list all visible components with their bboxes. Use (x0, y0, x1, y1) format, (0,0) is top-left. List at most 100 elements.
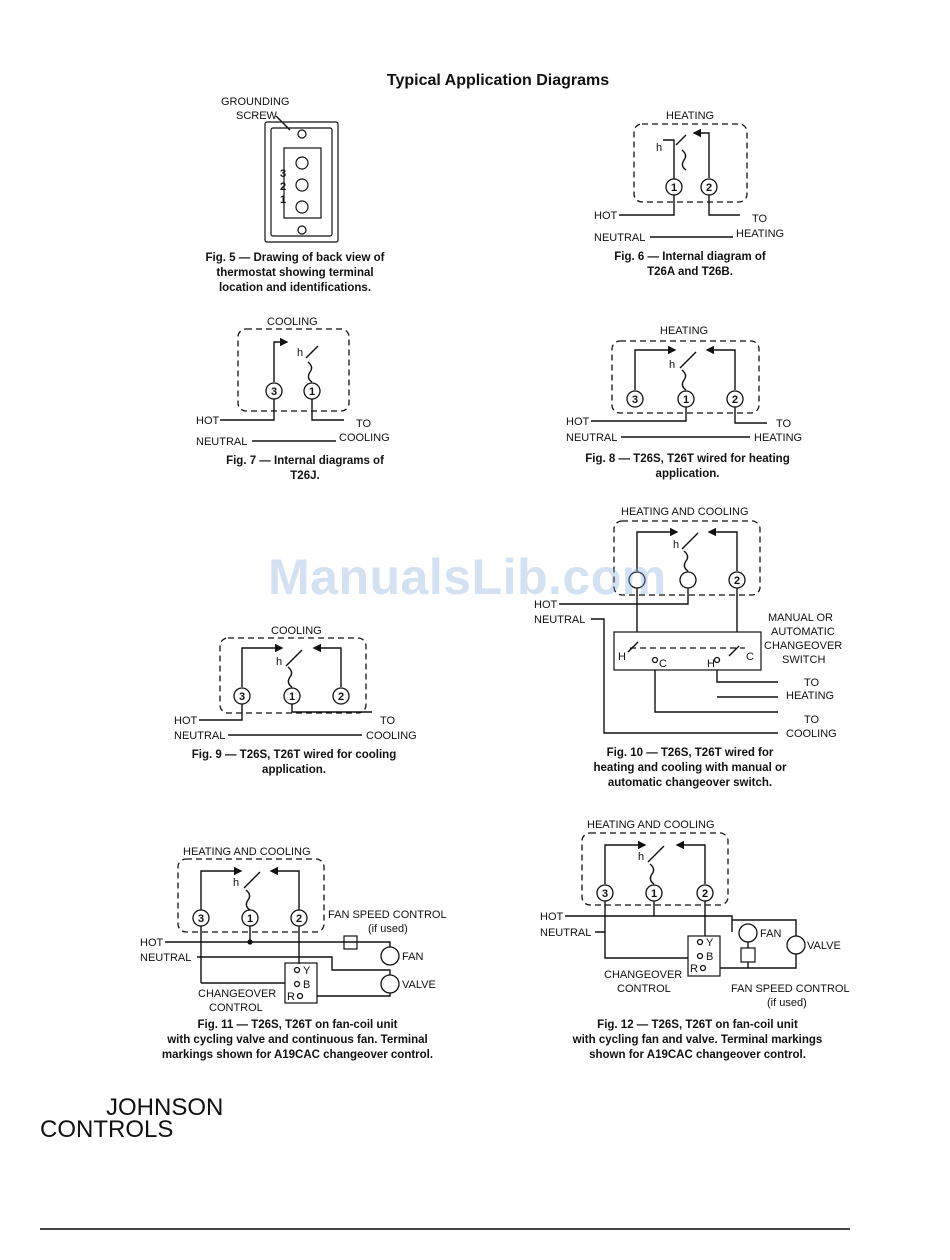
johnson-controls-logo: JOHNSON CONTROLS (40, 1094, 260, 1144)
terminal-screw-icon (295, 178, 309, 192)
internal-wire (241, 643, 284, 687)
thermostat-dashed-boundary (237, 328, 350, 412)
changeover-label: CHANGEOVER (198, 988, 276, 1000)
hot-wire (565, 901, 655, 917)
screw-label: SCREW (236, 110, 278, 122)
fig6-diagram: HEATING h 1 2 HOT TO NEUTRAL HEATING (594, 110, 784, 244)
terminal-y (696, 938, 704, 946)
heating-label: HEATING (754, 432, 802, 444)
caption-line: Fig. 12 — T26S, T26T on fan-coil unit (597, 1019, 798, 1031)
internal-wire (705, 345, 736, 390)
hot-wire (220, 399, 275, 421)
terminal-number: 1 (280, 194, 286, 206)
caption-line: Fig. 8 — T26S, T26T wired for heating (585, 453, 790, 465)
switch-contact (679, 351, 697, 369)
changeover-label: CHANGEOVER (604, 969, 682, 981)
to-label: TO (776, 418, 792, 430)
thermostat-dashed-boundary (633, 123, 748, 203)
terminal-y-label: Y (706, 937, 714, 949)
terminal-number: 3 (198, 913, 204, 925)
terminal-screw-icon (295, 200, 309, 214)
switch-h-label: h (638, 851, 644, 863)
heating-and-cooling-label: HEATING AND COOLING (587, 819, 715, 831)
fig10-caption: Fig. 10 — T26S, T26T wired for heating a… (560, 746, 820, 791)
caption-line: heating and cooling with manual or (593, 762, 787, 774)
switch-h-label: h (656, 142, 662, 154)
caption-line: T26J. (290, 470, 320, 482)
neutral-wire (591, 618, 778, 734)
caption-line: with cycling fan and valve. Terminal mar… (572, 1034, 823, 1046)
caption-line: Fig. 11 — T26S, T26T on fan-coil unit (197, 1019, 398, 1031)
if-used-label: (if used) (767, 997, 807, 1009)
internal-wire (269, 866, 300, 910)
to-label: TO (380, 715, 396, 727)
fan-speed-control-icon (343, 935, 358, 950)
terminal-r (296, 992, 304, 1000)
terminal-number: 2 (734, 575, 740, 587)
hot-label: HOT (594, 210, 618, 222)
internal-wire (200, 866, 243, 910)
terminal-screw-icon (295, 156, 309, 170)
neutral-label: NEUTRAL (534, 614, 585, 626)
neutral-label: NEUTRAL (594, 232, 645, 244)
logo-line-2: CONTROLS (40, 1116, 174, 1143)
automatic-label: AUTOMATIC (771, 626, 835, 638)
valve-label: VALVE (807, 940, 841, 952)
terminal-number: 2 (706, 182, 712, 194)
terminal-1 (679, 571, 697, 589)
if-used-label: (if used) (368, 923, 408, 935)
fig10-diagram: HEATING AND COOLING h 2 HOT NEUTRAL H C … (534, 506, 842, 740)
cooling-label: COOLING (366, 730, 417, 742)
thermostat-dashed-boundary (219, 637, 367, 714)
caption-line: shown for A19CAC changeover control. (589, 1049, 806, 1061)
terminal-b (293, 980, 301, 988)
fig11-diagram: HEATING AND COOLING h 3 1 2 HOT NEUTRAL … (140, 846, 447, 1014)
to-label: TO (356, 418, 372, 430)
internal-wire (634, 345, 677, 390)
cooling-label: COOLING (786, 728, 837, 740)
caption-line: T26A and T26B. (647, 266, 733, 278)
terminal-number: 3 (602, 888, 608, 900)
cooling-label: COOLING (271, 625, 322, 637)
switch-contact (285, 649, 303, 667)
terminal-number: 1 (651, 888, 657, 900)
fig7-diagram: COOLING h 3 1 HOT TO NEUTRAL COOLING (196, 316, 390, 448)
terminal-r-label: R (690, 963, 698, 975)
bimetal-coil-icon (681, 369, 687, 391)
fig6-caption: Fig. 6 — Internal diagram of T26A and T2… (570, 250, 810, 280)
switch-h-label: h (673, 539, 679, 551)
switch-h-label: h (276, 656, 282, 668)
fig9-diagram: COOLING h 3 1 2 HOT TO NEUTRAL COOLING (174, 625, 417, 742)
thermostat-dashed-boundary (581, 832, 729, 906)
switch-blade (627, 641, 639, 653)
caption-line: application. (655, 468, 720, 480)
manual-or-label: MANUAL OR (768, 612, 833, 624)
fig11-caption: Fig. 11 — T26S, T26T on fan-coil unit wi… (130, 1018, 465, 1063)
thermostat-dashed-boundary (177, 858, 325, 933)
neutral-label: NEUTRAL (196, 436, 247, 448)
heating-label: HEATING (786, 690, 834, 702)
fig12-diagram: HEATING AND COOLING h 3 1 2 HOT NEUTRAL … (540, 819, 850, 1009)
neutral-label: NEUTRAL (540, 927, 591, 939)
caption-line: markings shown for A19CAC changeover con… (161, 1049, 434, 1061)
caption-line: Fig. 10 — T26S, T26T wired for (606, 747, 774, 759)
fig9-caption: Fig. 9 — T26S, T26T wired for cooling ap… (160, 748, 428, 778)
neutral-label: NEUTRAL (174, 730, 225, 742)
switch-h-terminal: H (707, 658, 715, 670)
caption-line: location and identifications. (218, 282, 372, 294)
terminal-number: 1 (683, 394, 689, 406)
heating-label: HEATING (666, 110, 714, 122)
switch-h-label: h (669, 359, 675, 371)
heating-and-cooling-label: HEATING AND COOLING (183, 846, 311, 858)
hot-wire (199, 704, 243, 721)
fig8-caption: Fig. 8 — T26S, T26T wired for heating ap… (555, 452, 820, 482)
terminal-b (696, 952, 704, 960)
internal-wire (675, 840, 706, 884)
terminal-number: 1 (671, 182, 677, 194)
terminal-b-label: B (303, 979, 310, 991)
heating-and-cooling-label: HEATING AND COOLING (621, 506, 749, 518)
terminal-3 (626, 390, 644, 408)
fig8-diagram: HEATING h 3 1 2 HOT TO NEUTRAL HEATING (566, 325, 802, 444)
caption-line: Fig. 7 — Internal diagrams of (226, 455, 384, 467)
switch-c-contact (651, 656, 659, 664)
